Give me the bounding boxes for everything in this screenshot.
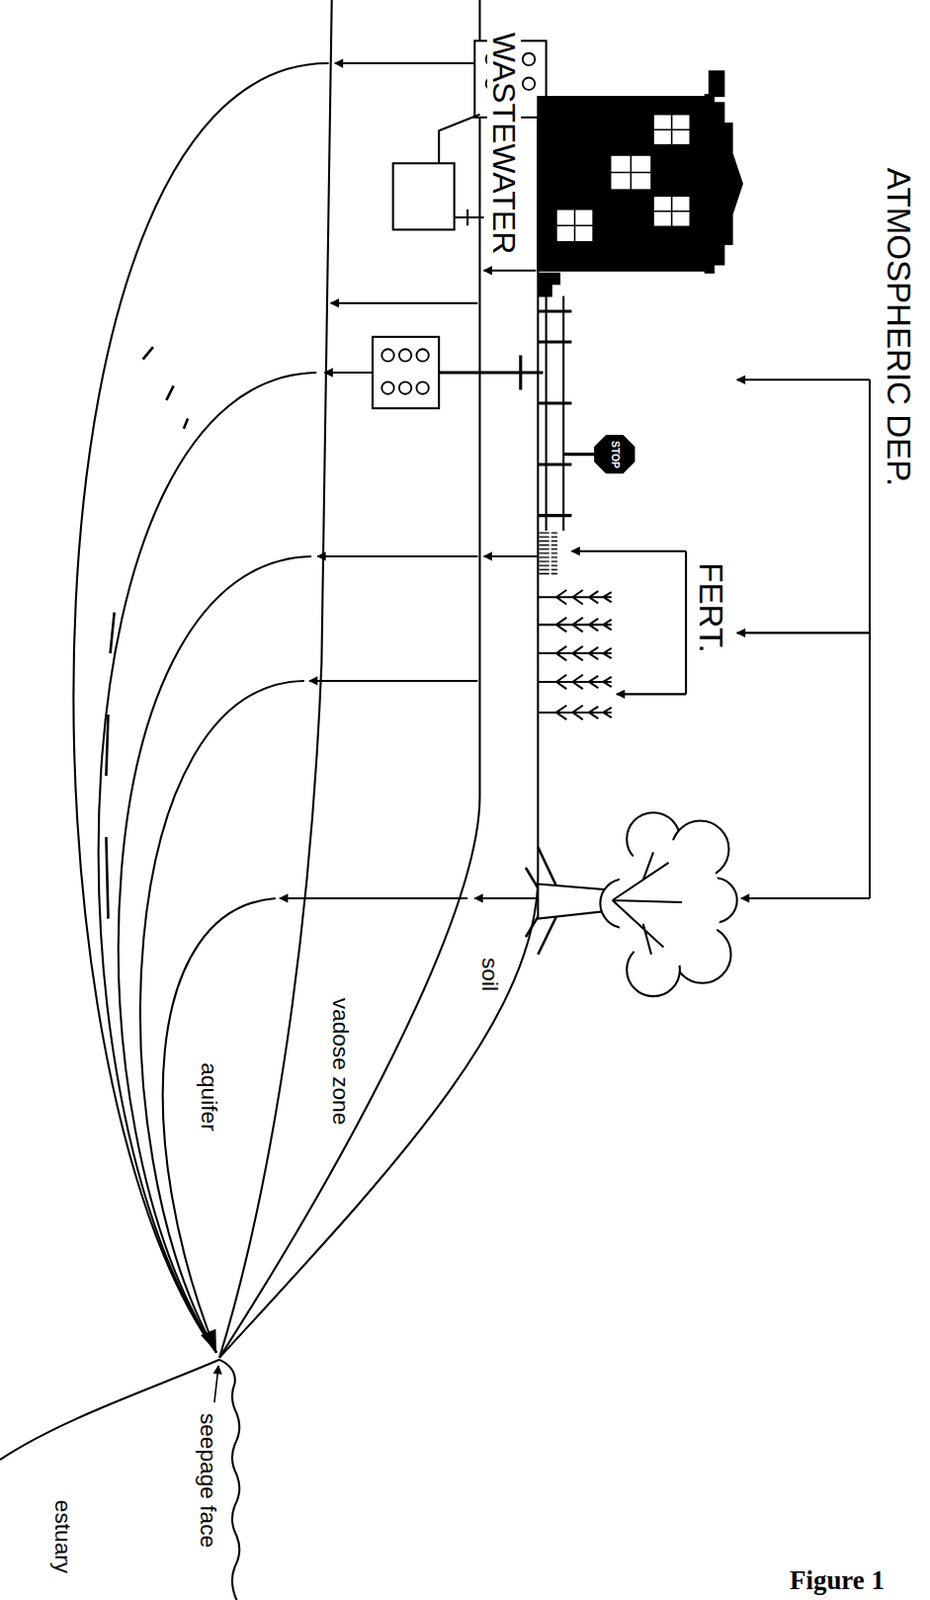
process-label: FERT.	[692, 559, 728, 656]
figure-caption: Figure 1	[786, 1566, 888, 1596]
water-surface	[219, 1359, 240, 1600]
house	[537, 71, 744, 296]
crops	[537, 590, 611, 720]
land-surface	[219, 96, 538, 1358]
layer-label: aquifer	[196, 1060, 222, 1135]
layer-label: soil	[477, 954, 503, 995]
street	[537, 296, 634, 532]
feature-label: seepage face	[195, 1410, 221, 1551]
process-label: WASTEWATER	[487, 28, 521, 257]
deposition-arrows	[737, 379, 870, 899]
seepage-leader	[214, 1365, 219, 1403]
layer-label: vadose zone	[329, 995, 354, 1129]
estuary-floor	[0, 1359, 220, 1460]
tree	[525, 812, 738, 997]
flow-paths	[73, 63, 329, 1353]
feature-label: estuary	[51, 1496, 77, 1576]
fertilizer-arrows	[571, 551, 686, 695]
water-table	[219, 0, 333, 1358]
process-label: ATMOSPHERIC DEP.	[880, 164, 916, 489]
soil-boundary	[219, 0, 480, 1358]
lawn	[538, 530, 558, 576]
sign-text: STOP	[609, 440, 620, 469]
